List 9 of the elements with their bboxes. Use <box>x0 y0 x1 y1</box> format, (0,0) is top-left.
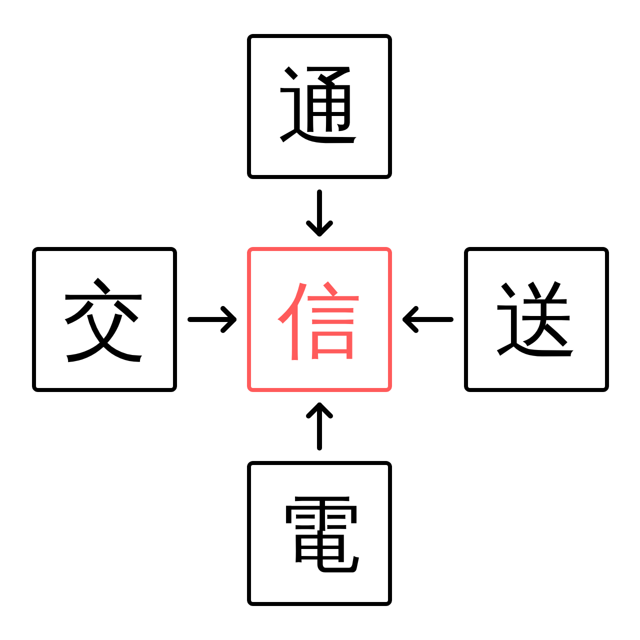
character-box: 信 <box>247 247 392 392</box>
arrow <box>306 190 333 236</box>
arrow <box>402 306 454 333</box>
character-box: 送 <box>464 247 609 392</box>
arrow <box>188 306 236 333</box>
character-box: 通 <box>247 34 392 179</box>
arrow <box>306 402 333 450</box>
character-box: 電 <box>247 461 392 606</box>
character-box: 交 <box>32 247 177 392</box>
